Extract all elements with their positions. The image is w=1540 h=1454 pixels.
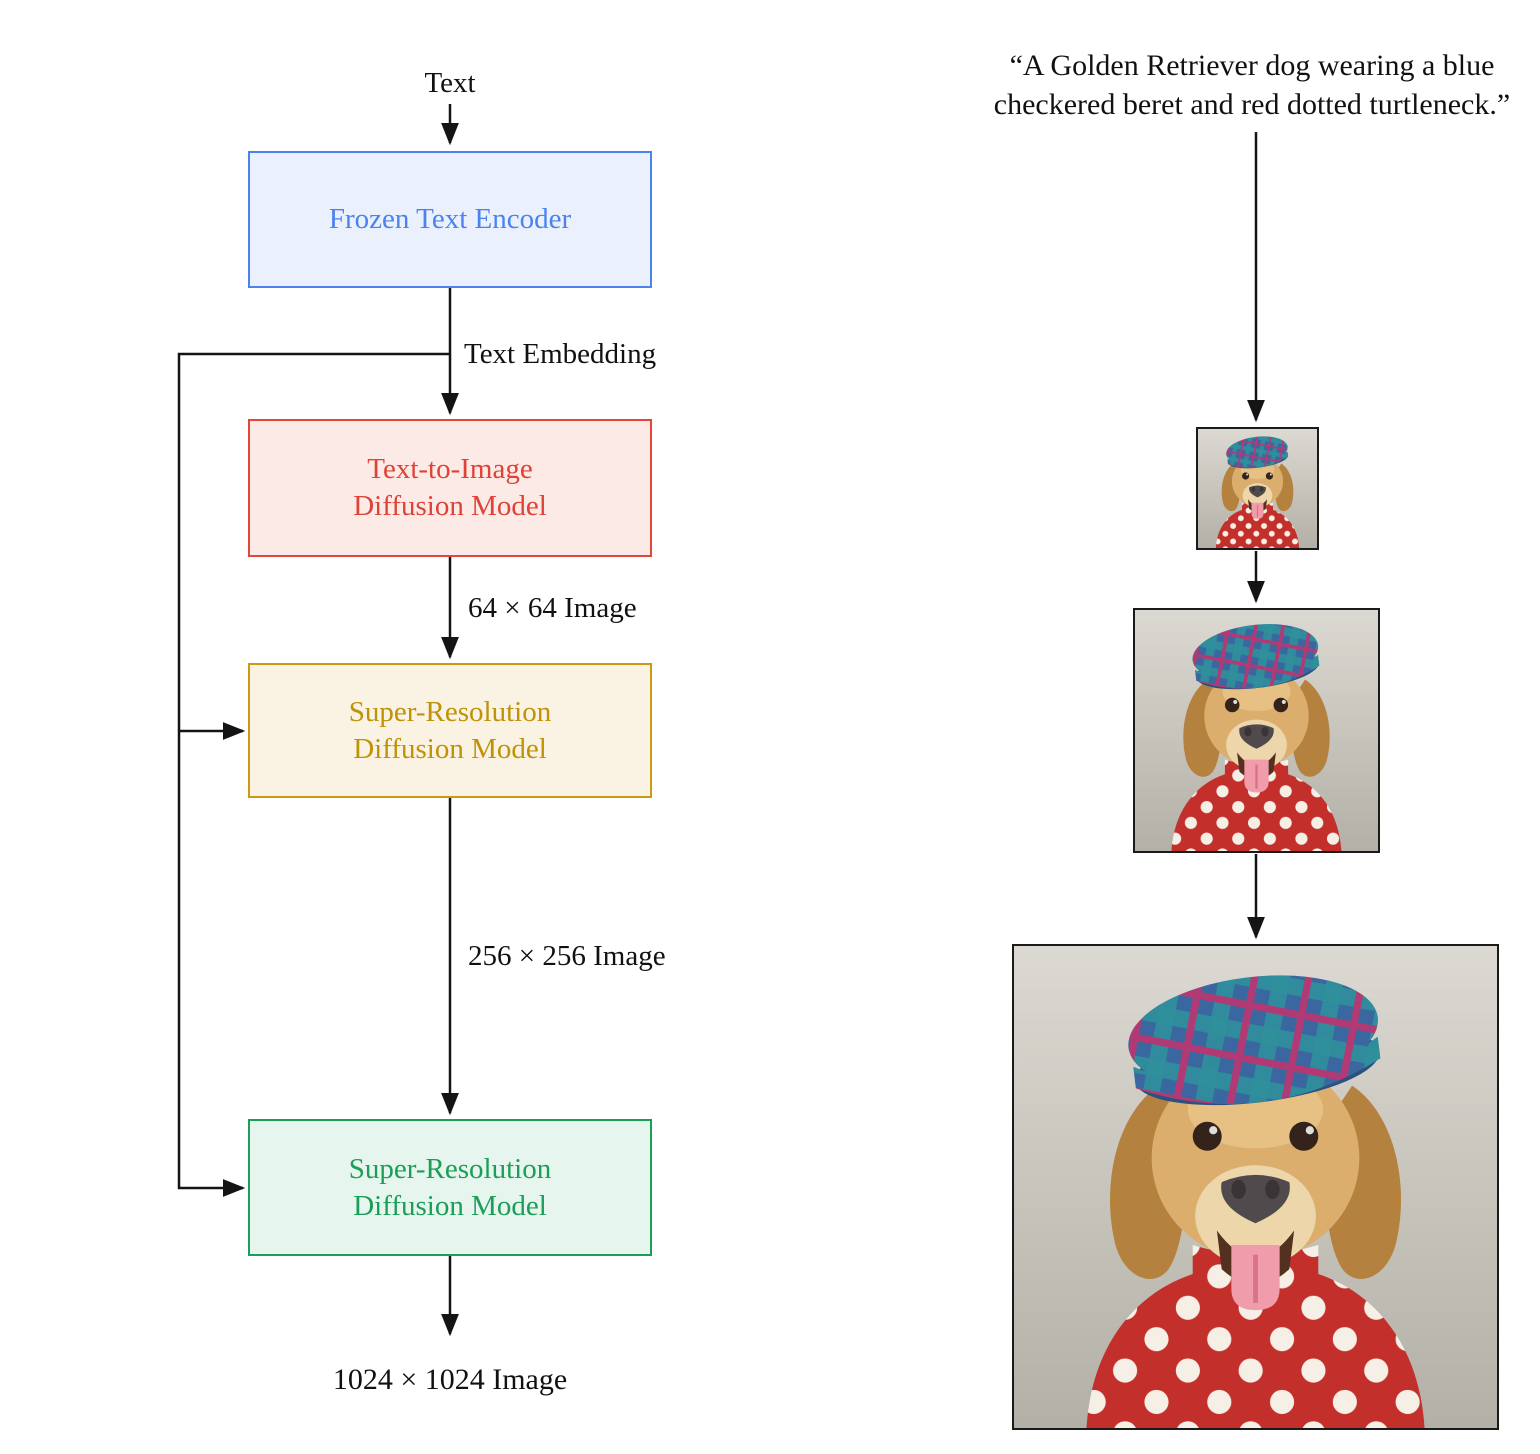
input-text-label: Text	[424, 67, 476, 99]
super-resolution-1-label-line1: Super-Resolution	[348, 695, 552, 728]
dog-illustration-256	[1135, 610, 1378, 851]
generated-sample-image-1024	[1012, 944, 1499, 1430]
text-to-image-label-line1: Text-to-Image	[367, 453, 533, 485]
text-to-image-label-line2: Diffusion Model	[353, 490, 547, 522]
example-prompt-line2: checkered beret and red dotted turtlenec…	[993, 88, 1511, 121]
super-resolution-1-label-line2: Diffusion Model	[353, 732, 547, 765]
super-resolution-2-label-line1: Super-Resolution	[348, 1152, 552, 1185]
example-prompt-line1: “A Golden Retriever dog wearing a blue	[1009, 49, 1495, 82]
edge-label-256x256: 256 × 256 Image	[468, 940, 666, 972]
frozen-text-encoder-box: Frozen Text Encoder	[248, 151, 652, 288]
edge-label-64x64: 64 × 64 Image	[468, 592, 637, 624]
text-to-image-diffusion-box: Text-to-Image Diffusion Model	[248, 419, 652, 557]
dog-illustration-1024	[1014, 946, 1497, 1428]
generated-sample-image-64	[1196, 427, 1319, 550]
super-resolution-2-label-line2: Diffusion Model	[353, 1189, 547, 1222]
frozen-text-encoder-label: Frozen Text Encoder	[328, 203, 572, 235]
super-resolution-1-box: Super-Resolution Diffusion Model	[248, 663, 652, 798]
super-resolution-2-box: Super-Resolution Diffusion Model	[248, 1119, 652, 1256]
generated-sample-image-256	[1133, 608, 1380, 853]
output-label-1024x1024: 1024 × 1024 Image	[332, 1363, 568, 1396]
example-prompt-caption: “A Golden Retriever dog wearing a blue c…	[948, 46, 1540, 124]
dog-illustration-64	[1198, 429, 1317, 548]
text-embedding-label: Text Embedding	[464, 338, 657, 370]
